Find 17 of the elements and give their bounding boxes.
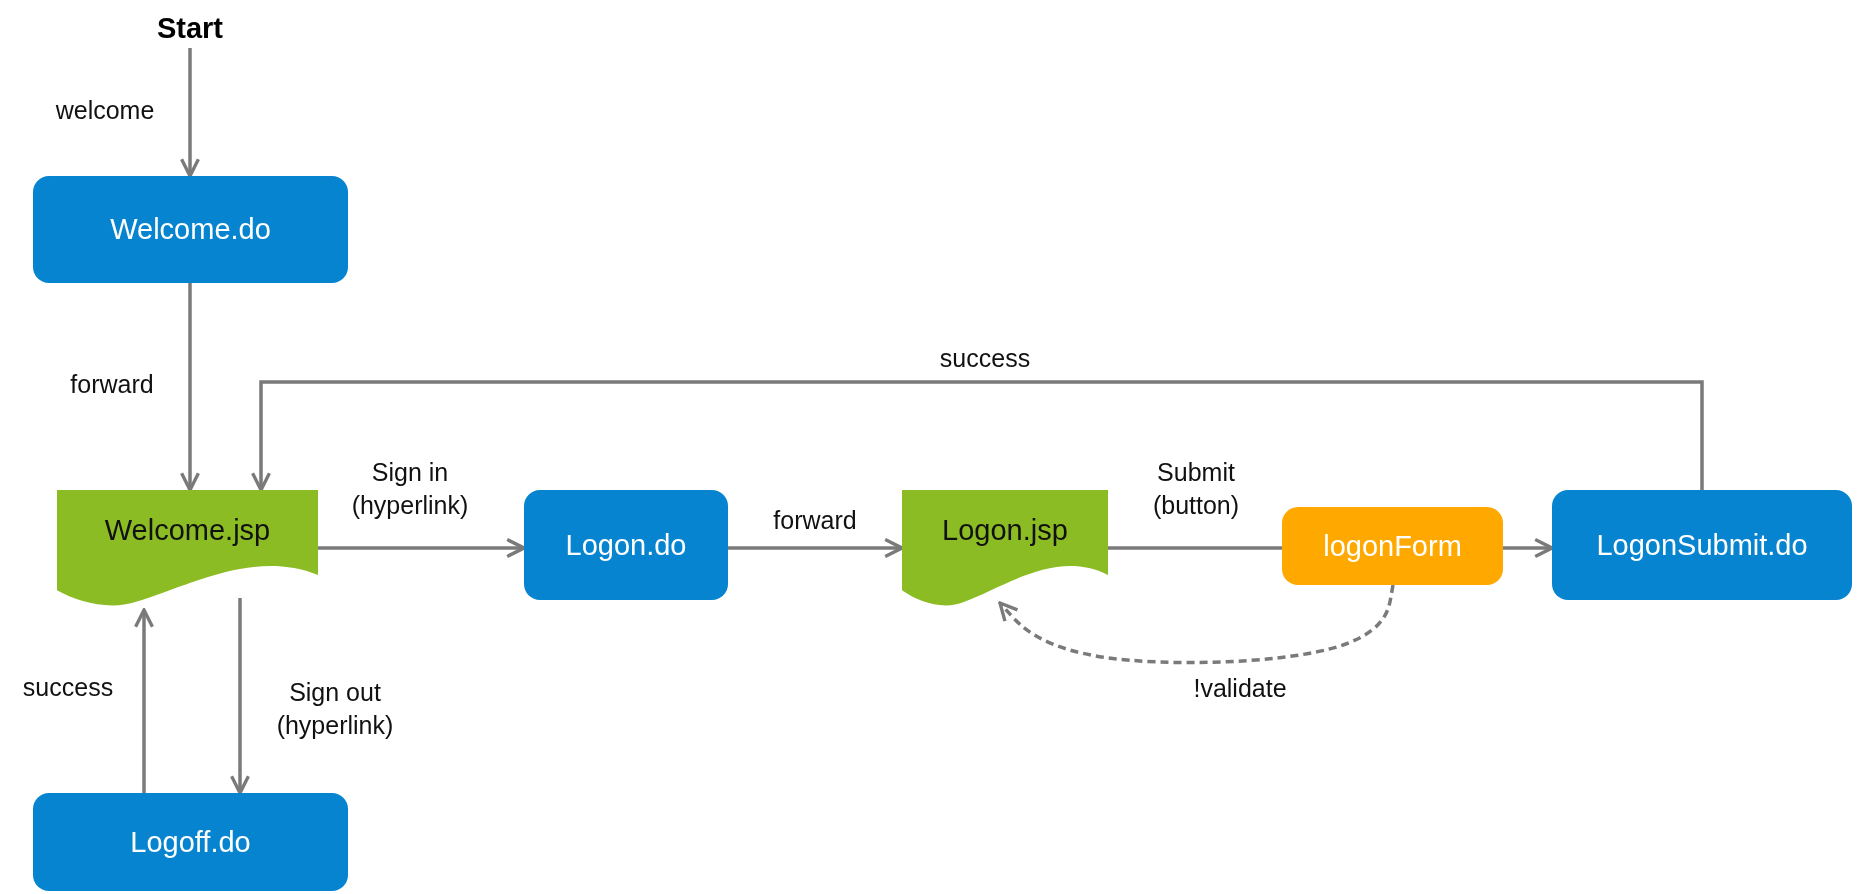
arrow xyxy=(1503,537,1554,559)
arrow xyxy=(318,537,526,559)
process-box: LogonSubmit.do xyxy=(1552,490,1852,600)
process-box: logonForm xyxy=(1282,507,1503,585)
process-box: Logoff.do xyxy=(33,793,348,891)
arrow xyxy=(229,598,251,795)
arrow xyxy=(133,608,155,793)
document-shape: Welcome.jsp xyxy=(57,490,318,608)
dashed-arrow xyxy=(998,584,1395,665)
process-box: Logon.do xyxy=(524,490,728,600)
arrow xyxy=(179,48,201,178)
start-label: Start xyxy=(140,8,240,48)
document-shape: Logon.jsp xyxy=(902,490,1108,608)
arrow xyxy=(728,537,904,559)
arrow xyxy=(179,283,201,492)
arrow xyxy=(250,380,1704,492)
process-box: Welcome.do xyxy=(33,176,348,283)
